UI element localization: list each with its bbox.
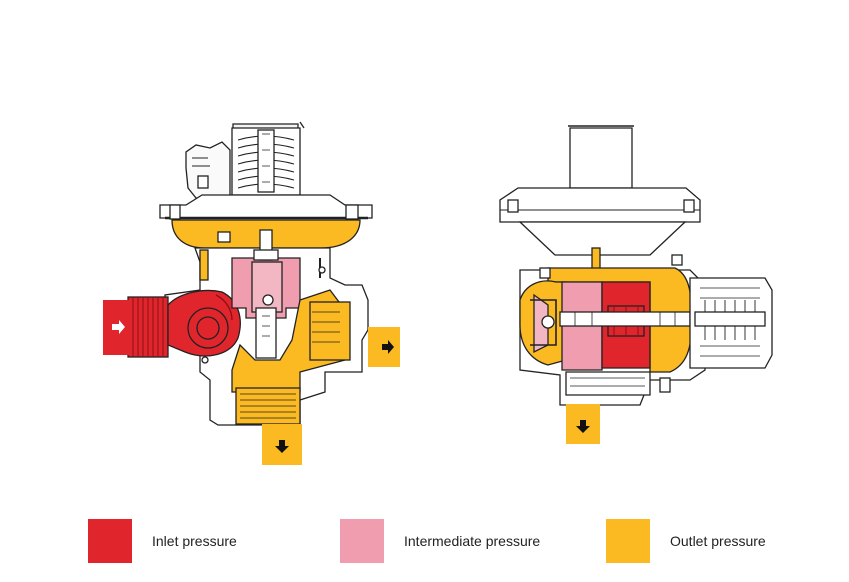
arrow-right-icon	[382, 340, 394, 354]
legend-item-intermediate: Intermediate pressure	[340, 519, 540, 563]
left-valve-stem	[253, 229, 279, 359]
arrow-right-icon	[112, 320, 125, 334]
right-spring-housing	[689, 277, 773, 369]
inlet-label: Inlet pressure	[152, 533, 237, 549]
right-top-cap	[569, 127, 633, 189]
left-spring-bonnet	[231, 121, 305, 196]
legend-item-inlet: Inlet pressure	[88, 519, 237, 563]
inlet-swatch	[88, 519, 132, 563]
intermediate-label: Intermediate pressure	[404, 533, 541, 549]
left-outlet-threads	[235, 387, 301, 425]
outlet-label: Outlet pressure	[670, 533, 766, 549]
intermediate-swatch	[340, 519, 384, 563]
left-diaphragm-case	[159, 194, 373, 220]
left-inlet-threads	[127, 296, 169, 358]
right-regulator	[499, 125, 773, 406]
right-bottom-outlet-indicator	[566, 404, 600, 444]
left-side-outlet-indicator	[368, 327, 400, 367]
regulator-cross-section-diagram	[103, 121, 773, 465]
right-upper-dome	[499, 187, 701, 223]
arrow-down-icon	[576, 420, 590, 433]
left-regulator	[127, 121, 373, 426]
left-bottom-outlet-indicator	[262, 424, 302, 465]
outlet-swatch	[606, 519, 650, 563]
legend-item-outlet: Outlet pressure	[606, 519, 766, 563]
left-inlet-indicator	[103, 300, 131, 355]
arrow-down-icon	[275, 440, 289, 453]
left-vent-cap	[185, 141, 231, 199]
